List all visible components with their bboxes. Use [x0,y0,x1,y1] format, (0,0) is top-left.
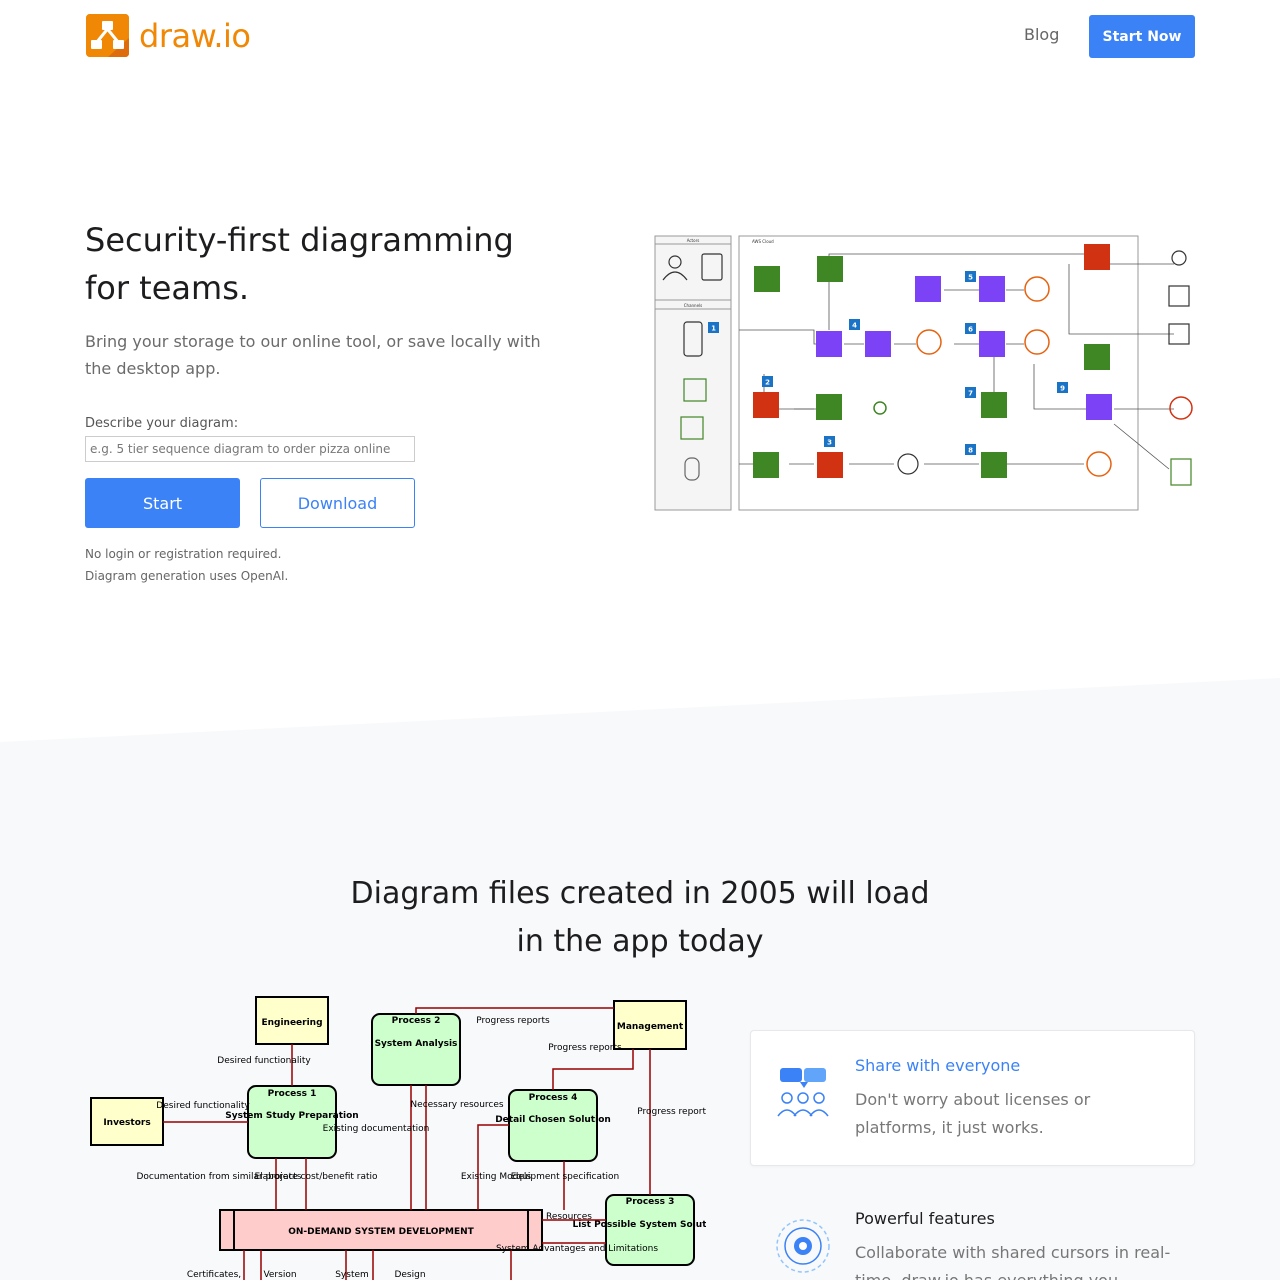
svg-text:5: 5 [968,274,973,282]
hero-subtitle: Bring your storage to our online tool, o… [85,332,541,378]
aws-architecture-diagram: Actors Channels AWS Cloud [654,235,1193,511]
svg-text:Equipment specification: Equipment specification [511,1172,619,1182]
svg-text:Engineering: Engineering [261,1018,322,1028]
describe-label: Describe your diagram: [85,416,239,431]
wearable-icon [680,416,704,440]
svg-text:1: 1 [711,325,716,333]
mobile-icon [683,321,703,357]
actors-label: Actors [687,238,700,243]
svg-text:Existing documentation: Existing documentation [323,1124,430,1134]
user-icon [668,255,682,269]
svg-text:List Possible System Solutions: List Possible System Solutions [572,1220,706,1230]
no-login-note: No login or registration required. [85,547,282,561]
svg-text:Design: Design [394,1270,425,1280]
feature-powerful-title: Powerful features [855,1209,995,1228]
svg-text:9: 9 [1060,385,1065,393]
hero-title: Security-first diagramming for teams. [85,221,514,307]
svg-text:Existing Models: Existing Models [461,1172,532,1182]
logo-text: draw.io [139,16,251,55]
svg-text:System Study Preparation: System Study Preparation [225,1111,358,1121]
cloud-label: AWS Cloud [752,239,774,244]
svg-text:Progress reports: Progress reports [548,1043,622,1053]
openai-note: Diagram generation uses OpenAI. [85,569,289,583]
svg-text:8: 8 [968,447,973,455]
svg-text:Version: Version [263,1270,296,1280]
svg-text:Process 3: Process 3 [626,1197,675,1207]
feature-share-desc: Don't worry about licenses or platforms,… [855,1090,1091,1137]
svg-text:Elaborate cost/benefit ratio: Elaborate cost/benefit ratio [254,1172,378,1182]
drawio-logo[interactable]: draw.io [86,14,251,57]
svg-text:Process 2: Process 2 [392,1016,441,1026]
svg-text:Documentation from similar pro: Documentation from similar projects [136,1172,301,1182]
compatibility-title: Diagram files created in 2005 will load … [350,876,930,959]
svg-text:Necessary resources: Necessary resources [410,1100,503,1110]
svg-text:6: 6 [968,326,973,334]
svg-text:System: System [335,1270,369,1280]
svg-text:2: 2 [765,379,770,387]
svg-text:System Analysis: System Analysis [375,1039,458,1049]
site-header: draw.io Blog Start Now [0,0,1280,80]
gear-icon [776,1219,830,1273]
start-button[interactable]: Start [85,478,240,528]
describe-diagram-input[interactable] [85,436,415,462]
feature-share-title: Share with everyone [855,1056,1021,1075]
svg-text:Process 4: Process 4 [529,1093,578,1103]
svg-text:Progress reports: Progress reports [637,1107,706,1117]
aws-service-icons [753,244,1193,486]
svg-text:4: 4 [852,322,857,330]
svg-text:System Advantages and Limitati: System Advantages and Limitations [496,1244,658,1254]
download-button[interactable]: Download [260,478,415,528]
start-now-button[interactable]: Start Now [1089,15,1195,58]
svg-text:3: 3 [827,439,832,447]
iot-cube-icon [683,378,707,402]
channels-label: Channels [684,303,703,308]
svg-text:7: 7 [968,390,973,398]
share-people-icon [777,1068,829,1117]
svg-text:Desired functionality: Desired functionality [156,1101,250,1111]
system-development-flow-diagram: Engineering Investors Management Process… [90,996,706,1280]
feature-powerful-desc: Collaborate with shared cursors in real-… [855,1243,1171,1280]
drawio-logo-icon [86,14,129,57]
svg-text:Process 1: Process 1 [268,1089,317,1099]
features-section-bg [0,678,1280,1280]
svg-text:ON-DEMAND SYSTEM DEVELOPMENT: ON-DEMAND SYSTEM DEVELOPMENT [288,1227,474,1237]
svg-text:Certificates,: Certificates, [187,1270,241,1280]
svg-text:Investors: Investors [103,1118,150,1128]
bottle-icon [684,457,700,481]
nav-blog-link[interactable]: Blog [1024,25,1060,44]
svg-text:Detail Chosen Solution: Detail Chosen Solution [495,1115,611,1125]
player-icon [701,253,723,281]
svg-text:Management: Management [617,1022,684,1032]
central-process-box [219,1209,543,1251]
svg-text:Desired functionality: Desired functionality [217,1056,311,1066]
svg-text:Progress reports: Progress reports [476,1016,550,1026]
svg-text:Resources: Resources [546,1212,592,1222]
